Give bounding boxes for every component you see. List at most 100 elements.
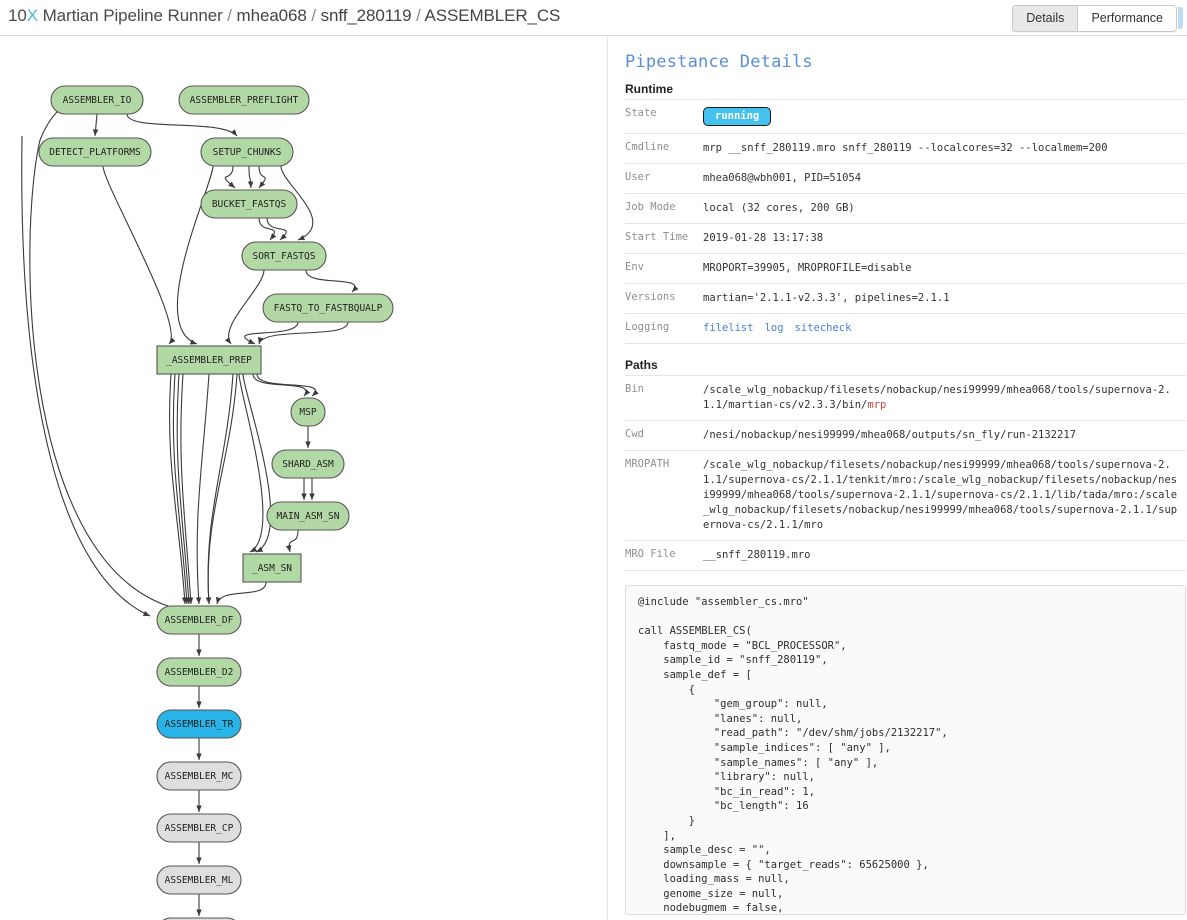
breadcrumb-pipeline[interactable]: ASSEMBLER_CS xyxy=(424,6,561,25)
graph-edge xyxy=(92,113,99,137)
graph-node-label: DETECT_PLATFORMS xyxy=(49,147,141,158)
graph-node-label: ASSEMBLER_TR xyxy=(165,719,234,730)
graph-edge xyxy=(244,321,299,345)
graph-node-label: BUCKET_FASTQS xyxy=(212,199,287,210)
breadcrumb-user[interactable]: mhea068 xyxy=(236,6,307,25)
graph-edges xyxy=(21,96,359,916)
graph-edge xyxy=(224,165,236,189)
graph-edge xyxy=(102,165,176,345)
breadcrumb-sample[interactable]: snff_280119 xyxy=(320,6,412,25)
brand-rest: Martian Pipeline Runner xyxy=(37,6,223,25)
row-value: /nesi/nobackup/nesi99999/mhea068/outputs… xyxy=(703,429,1076,441)
mro-source-box[interactable]: @include "assembler_cs.mro" call ASSEMBL… xyxy=(625,585,1186,915)
path-highlight: mrp xyxy=(867,399,887,411)
graph-node-label: MAIN_ASM_SN xyxy=(277,511,340,522)
link-filelist[interactable]: filelist xyxy=(703,322,754,334)
graph-edge xyxy=(215,581,267,605)
graph-edge xyxy=(126,113,238,137)
graph-edge xyxy=(266,217,287,241)
mro-source-text: @include "assembler_cs.mro" call ASSEMBL… xyxy=(638,596,948,915)
graph-edge xyxy=(258,165,266,189)
pipeline-graph-panel[interactable]: ASSEMBLER_IO ASSEMBLER_PREFLIGHT DETECT_PL… xyxy=(0,36,608,920)
graph-node-sort_fastqs[interactable]: SORT_FASTQS xyxy=(241,241,327,271)
tab-details[interactable]: Details xyxy=(1013,6,1079,31)
graph-edge xyxy=(176,373,192,605)
table-row: Logging filelist log sitecheck xyxy=(625,313,1186,344)
graph-edge xyxy=(305,269,359,293)
table-row: Cwd/nesi/nobackup/nesi99999/mhea068/outp… xyxy=(625,420,1186,451)
row-value: /scale_wlg_nobackup/filesets/nobackup/ne… xyxy=(703,459,1178,531)
graph-node-shard_asm[interactable]: SHARD_ASM xyxy=(271,449,345,479)
graph-node-bucket_fastqs[interactable]: BUCKET_FASTQS xyxy=(200,189,298,219)
row-value: __snff_280119.mro xyxy=(703,549,811,561)
row-value: martian='2.1.1-v2.3.3', pipelines=2.1.1 xyxy=(703,292,950,304)
brand-10: 10 xyxy=(8,6,27,25)
link-log[interactable]: log xyxy=(764,322,784,334)
graph-node-label: SHARD_ASM xyxy=(282,459,334,470)
graph-node-label: _ASM_SN xyxy=(252,563,292,574)
graph-edge xyxy=(280,165,314,241)
row-value: 2019-01-28 13:17:38 xyxy=(703,232,824,244)
graph-node-label: ASSEMBLER_CP xyxy=(165,823,234,834)
graph-node-label: ASSEMBLER_D2 xyxy=(165,667,234,678)
link-sitecheck[interactable]: sitecheck xyxy=(794,322,852,334)
breadcrumb-sep-1: / xyxy=(222,6,237,25)
status-badge: running xyxy=(703,107,772,126)
graph-node-assembler_d2[interactable]: ASSEMBLER_D2 xyxy=(156,657,242,687)
graph-node-main_asm_sn[interactable]: MAIN_ASM_SN xyxy=(266,501,350,531)
row-value: running xyxy=(703,100,1186,134)
row-key: Versions xyxy=(625,291,676,303)
graph-edge xyxy=(205,373,238,605)
graph-edge xyxy=(29,96,169,607)
graph-edge xyxy=(285,529,299,553)
graph-edge xyxy=(177,165,214,345)
graph-node-fastq_to_fastbqualp[interactable]: FASTQ_TO_FASTBQUALP xyxy=(262,293,394,323)
graph-node-label: FASTQ_TO_FASTBQUALP xyxy=(274,303,383,314)
graph-node-_assembler_prep[interactable]: _ASSEMBLER_PREP xyxy=(156,345,262,375)
row-key: Start Time xyxy=(625,231,689,243)
graph-node-label: SORT_FASTQS xyxy=(253,251,316,262)
row-value: mhea068@wbh001, PID=51054 xyxy=(703,172,862,184)
app-header: 10X Martian Pipeline Runner / mhea068 / … xyxy=(0,0,1187,36)
paths-section-heading: Paths xyxy=(625,358,658,372)
graph-edge xyxy=(205,373,234,605)
row-key: MROPATH xyxy=(625,458,670,470)
graph-edge xyxy=(242,373,272,553)
graph-node-setup_chunks[interactable]: SETUP_CHUNKS xyxy=(200,137,294,167)
table-row: State running xyxy=(625,99,1186,134)
page-title: Pipestance Details xyxy=(625,52,813,72)
graph-node-assembler_preflight[interactable]: ASSEMBLER_PREFLIGHT xyxy=(178,85,310,115)
table-row: MROPATH/scale_wlg_nobackup/filesets/noba… xyxy=(625,450,1186,541)
breadcrumb-sep-2: / xyxy=(306,6,321,25)
graph-edge xyxy=(258,217,277,241)
graph-node-label: ASSEMBLER_PREFLIGHT xyxy=(190,95,299,106)
graph-edge xyxy=(238,373,264,553)
tab-performance[interactable]: Performance xyxy=(1078,6,1176,31)
row-key: State xyxy=(625,107,657,119)
graph-node-label: ASSEMBLER_ML xyxy=(165,875,234,886)
graph-node-assembler_mc[interactable]: ASSEMBLER_MC xyxy=(156,761,242,791)
graph-node-assembler_df[interactable]: ASSEMBLER_DF xyxy=(156,605,242,635)
row-key: Logging xyxy=(625,321,670,333)
graph-node-assembler_io[interactable]: ASSEMBLER_IO xyxy=(50,85,144,115)
graph-edge xyxy=(256,373,319,397)
graph-nodes[interactable]: ASSEMBLER_IO ASSEMBLER_PREFLIGHT DETECT_PL… xyxy=(38,85,394,920)
row-key: Cwd xyxy=(625,428,644,440)
graph-node-assembler_ml[interactable]: ASSEMBLER_ML xyxy=(156,865,242,895)
paths-table: Bin/scale_wlg_nobackup/filesets/nobackup… xyxy=(625,375,1186,571)
table-row: Versions martian='2.1.1-v2.3.3', pipeline… xyxy=(625,283,1186,314)
graph-node-detect_platforms[interactable]: DETECT_PLATFORMS xyxy=(38,137,152,167)
table-row: MRO File __snff_280119.mro xyxy=(625,540,1186,571)
graph-edge xyxy=(180,373,194,605)
graph-node-_asm_sn[interactable]: _ASM_SN xyxy=(242,553,302,583)
graph-node-assembler_tr[interactable]: ASSEMBLER_TR xyxy=(156,709,242,739)
table-row: Bin/scale_wlg_nobackup/filesets/nobackup… xyxy=(625,375,1186,421)
graph-node-assembler_cp[interactable]: ASSEMBLER_CP xyxy=(156,813,242,843)
row-key: MRO File xyxy=(625,548,676,560)
graph-node-msp[interactable]: MSP xyxy=(290,397,326,427)
pipeline-graph-svg[interactable]: ASSEMBLER_IO ASSEMBLER_PREFLIGHT DETECT_PL… xyxy=(0,36,608,920)
